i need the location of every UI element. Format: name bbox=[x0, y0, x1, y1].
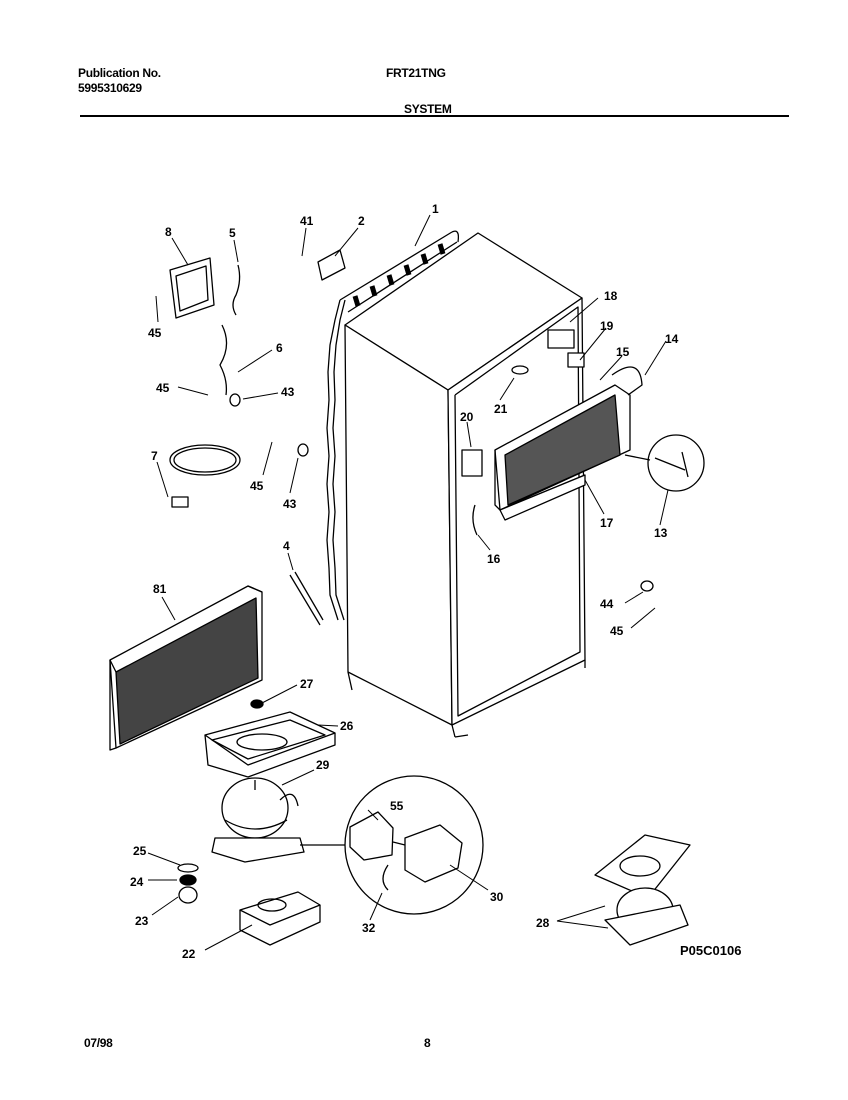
drain-pan bbox=[204, 699, 336, 778]
callout-32: 32 bbox=[362, 921, 376, 935]
callout-30: 30 bbox=[490, 890, 504, 904]
callout-43-b: 43 bbox=[283, 497, 297, 511]
callout-20: 20 bbox=[460, 410, 474, 424]
callout-41: 41 bbox=[300, 214, 314, 228]
condenser-grille bbox=[109, 585, 263, 751]
callout-7: 7 bbox=[151, 449, 158, 463]
callout-45-b: 45 bbox=[156, 381, 170, 395]
callout-43-a: 43 bbox=[281, 385, 295, 399]
callout-8: 8 bbox=[165, 225, 172, 239]
footer-date: 07/98 bbox=[84, 1036, 113, 1050]
callout-45-c: 45 bbox=[250, 479, 264, 493]
callout-24: 24 bbox=[130, 875, 144, 889]
header-rule bbox=[80, 115, 789, 117]
callout-45-d: 45 bbox=[610, 624, 624, 638]
callout-16: 16 bbox=[487, 552, 501, 566]
publication-label: Publication No. bbox=[78, 66, 161, 80]
callout-44: 44 bbox=[600, 597, 614, 611]
model-number: FRT21TNG bbox=[386, 66, 446, 80]
callout-2: 2 bbox=[358, 214, 365, 228]
callout-labels: 1 2 41 8 5 45 6 45 43 7 45 43 4 81 27 26… bbox=[130, 202, 679, 961]
callout-25: 25 bbox=[133, 844, 147, 858]
callout-5: 5 bbox=[229, 226, 236, 240]
callout-14: 14 bbox=[665, 332, 679, 346]
callout-81: 81 bbox=[153, 582, 167, 596]
callout-45-a: 45 bbox=[148, 326, 162, 340]
compressor bbox=[211, 777, 345, 863]
small-parts bbox=[169, 249, 654, 626]
callout-27: 27 bbox=[300, 677, 314, 691]
mounting-base bbox=[177, 863, 321, 946]
publication-number: 5995310629 bbox=[78, 81, 142, 95]
evaporator bbox=[494, 366, 643, 521]
callout-13: 13 bbox=[654, 526, 668, 540]
callout-19: 19 bbox=[600, 319, 614, 333]
leader-lines bbox=[147, 214, 669, 951]
callout-21: 21 bbox=[494, 402, 508, 416]
condenser-coil bbox=[326, 230, 460, 621]
relay-detail bbox=[344, 775, 484, 915]
callout-17: 17 bbox=[600, 516, 614, 530]
callout-23: 23 bbox=[135, 914, 149, 928]
page-number: 8 bbox=[424, 1036, 431, 1050]
callout-26: 26 bbox=[340, 719, 354, 733]
callout-28: 28 bbox=[536, 916, 550, 930]
callout-15: 15 bbox=[616, 345, 630, 359]
callout-22: 22 bbox=[182, 947, 196, 961]
figure-code: P05C0106 bbox=[680, 943, 741, 958]
callout-4: 4 bbox=[283, 539, 290, 553]
callout-55: 55 bbox=[390, 799, 404, 813]
tube-detail-circle bbox=[624, 434, 705, 492]
callout-1: 1 bbox=[432, 202, 439, 216]
section-title: SYSTEM bbox=[404, 102, 452, 116]
callout-18: 18 bbox=[604, 289, 618, 303]
callout-6: 6 bbox=[276, 341, 283, 355]
callout-29: 29 bbox=[316, 758, 330, 772]
compressor-assembly-right bbox=[594, 834, 691, 946]
